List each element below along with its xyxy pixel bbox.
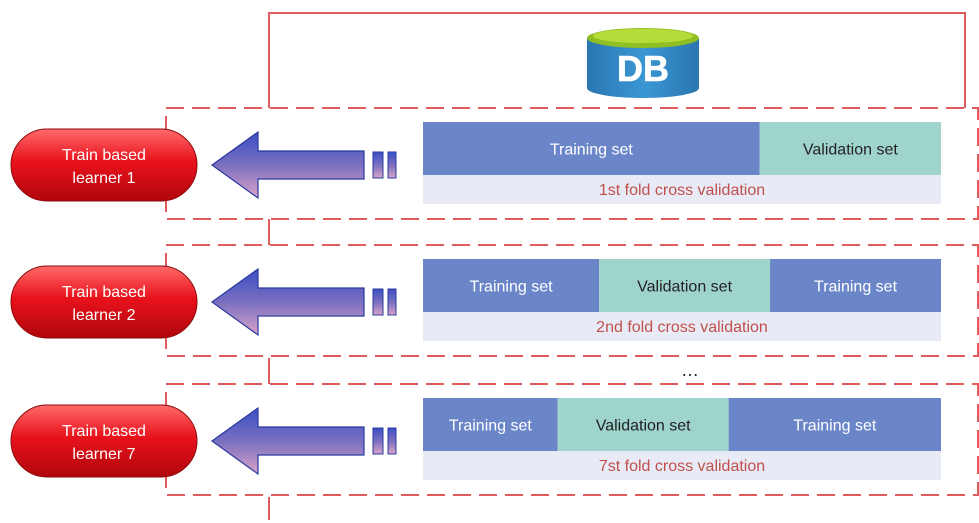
learner-node — [10, 265, 198, 339]
training-set-segment — [423, 398, 558, 451]
training-set-segment — [423, 122, 760, 175]
fold-caption-band — [423, 175, 941, 204]
segment-label: Training set — [814, 279, 898, 296]
top-connector — [268, 12, 966, 108]
ellipsis-label: … — [681, 360, 699, 380]
arrow-tail-bar-icon — [372, 151, 384, 179]
learner-label: Train based — [62, 147, 146, 164]
learner-label: Train based — [62, 423, 146, 440]
fold-row: Train based learner 2 Training set Validati… — [10, 244, 979, 357]
arrow-tail-bar-icon — [387, 288, 397, 316]
learner-node — [10, 128, 198, 202]
validation-set-segment — [557, 398, 729, 451]
segment-label: Training set — [449, 418, 533, 435]
segment-label: Training set — [470, 279, 554, 296]
database-label: DB — [617, 48, 669, 89]
segment-label: Training set — [793, 418, 877, 435]
segment-label: Validation set — [803, 142, 898, 159]
fold-frame — [165, 383, 979, 496]
segment-label: Validation set — [637, 279, 732, 296]
arrow-tail-bar-icon — [372, 427, 384, 455]
fold-frame — [165, 244, 979, 357]
validation-set-segment — [759, 122, 941, 175]
learner-label: learner 7 — [72, 446, 135, 463]
learner-node — [10, 404, 198, 478]
arrow-tail-bar-icon — [372, 288, 384, 316]
fold-caption: 7st fold cross validation — [599, 458, 765, 475]
segment-label: Training set — [550, 142, 634, 159]
training-set-segment — [770, 259, 941, 312]
left-arrow-icon — [210, 406, 365, 476]
fold-frame — [165, 107, 979, 220]
segment-label: Validation set — [596, 418, 691, 435]
fold-row: Train based learner 7 Training set Validati… — [10, 383, 979, 496]
fold-caption: 1st fold cross validation — [599, 182, 765, 199]
training-set-segment — [728, 398, 941, 451]
connector-lines — [268, 12, 966, 520]
fold-row: Train based learner 1 Training set Validati… — [10, 107, 979, 220]
fold-caption-band — [423, 451, 941, 480]
arrow-tail-bar-icon — [387, 427, 397, 455]
left-arrow-icon — [210, 267, 365, 337]
training-set-segment — [423, 259, 600, 312]
learner-label: learner 2 — [72, 307, 135, 324]
arrow-tail-bar-icon — [387, 151, 397, 179]
validation-set-segment — [599, 259, 771, 312]
fold-caption: 2nd fold cross validation — [596, 319, 768, 336]
fold-caption-band — [423, 312, 941, 341]
learner-label: Train based — [62, 284, 146, 301]
left-arrow-icon — [210, 130, 365, 200]
database-icon: DB — [587, 28, 699, 98]
learner-label: learner 1 — [72, 170, 135, 187]
